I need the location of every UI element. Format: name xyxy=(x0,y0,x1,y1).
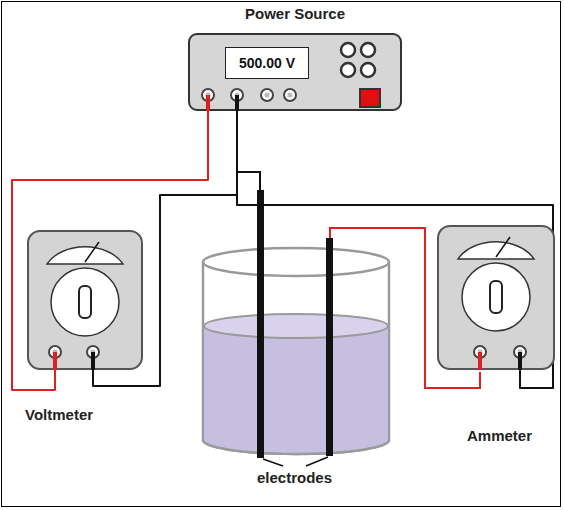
display-reading: 500.00 V xyxy=(239,55,295,71)
part-label: electrodes xyxy=(257,469,332,486)
power-source: Power Source500.00 V xyxy=(188,33,402,111)
device-label: Ammeter xyxy=(467,427,532,444)
meter: Ammeter xyxy=(437,225,555,370)
wire xyxy=(237,111,553,388)
meter-body xyxy=(27,230,143,370)
meter: Voltmeter xyxy=(27,230,143,370)
display-screen: 500.00 V xyxy=(225,47,309,79)
device-label: Voltmeter xyxy=(25,406,93,423)
device-label: Power Source xyxy=(245,5,345,22)
wire xyxy=(12,111,208,390)
meter-body xyxy=(437,225,555,370)
